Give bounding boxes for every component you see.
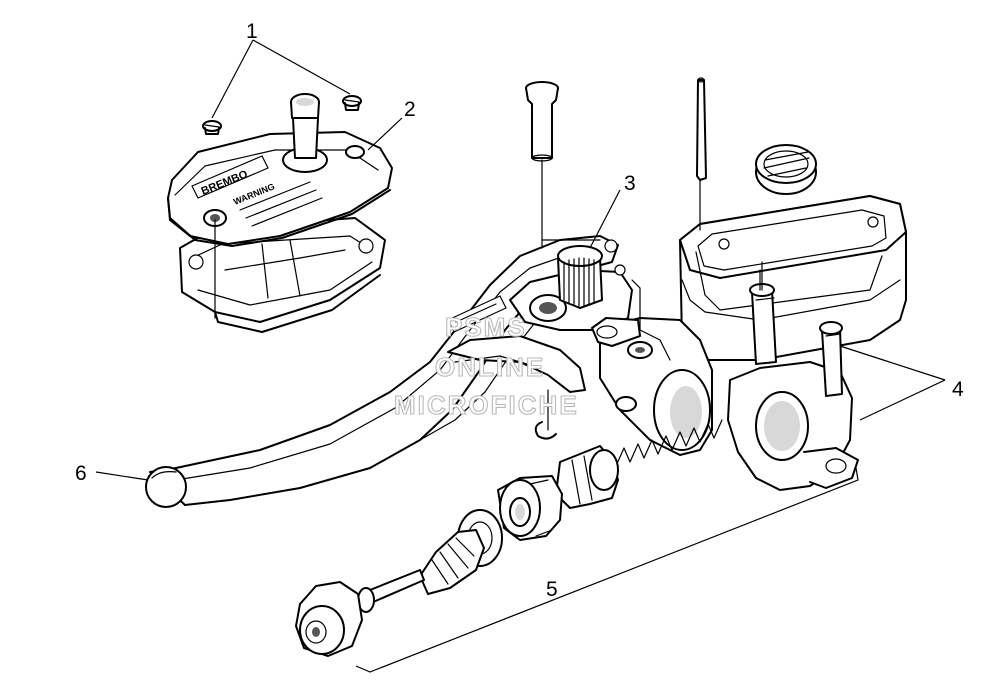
assembly-lines — [214, 159, 763, 431]
master-cylinder-body — [591, 195, 907, 491]
leader-4a — [839, 345, 946, 381]
reservoir-cap — [755, 144, 817, 195]
leader-3 — [589, 189, 621, 249]
callout-5-bracket — [355, 467, 859, 673]
leader-1-left — [211, 39, 254, 119]
watermark-line-2: ONLINE — [435, 352, 545, 382]
leader-4b — [859, 379, 946, 421]
callout-6: 6 — [75, 462, 87, 485]
leader-6 — [95, 471, 149, 481]
lever-adjuster — [509, 239, 633, 331]
watermark-line-1: PSMS — [445, 312, 527, 342]
callout-3: 3 — [624, 172, 636, 195]
pushrod-pin — [696, 77, 707, 181]
reservoir-cover-assembly: BREMBO WARNING — [167, 93, 393, 333]
leader-2 — [367, 117, 403, 151]
watermark-line-3: MICROFICHE — [394, 390, 579, 420]
callout-5: 5 — [546, 578, 558, 601]
pivot-bolt — [525, 81, 559, 162]
piston-kit — [295, 419, 723, 657]
watermark: PSMS ONLINE MICROFICHE — [393, 311, 579, 420]
cover-screw-left — [202, 120, 222, 135]
cover-screw-right — [342, 95, 362, 111]
callout-1: 1 — [246, 20, 258, 43]
leader-1-right — [252, 39, 351, 95]
callout-2: 2 — [404, 98, 416, 121]
callout-4: 4 — [952, 378, 964, 401]
leader-lines — [95, 39, 946, 481]
e-clip — [534, 421, 557, 440]
brake-lever — [145, 235, 619, 508]
